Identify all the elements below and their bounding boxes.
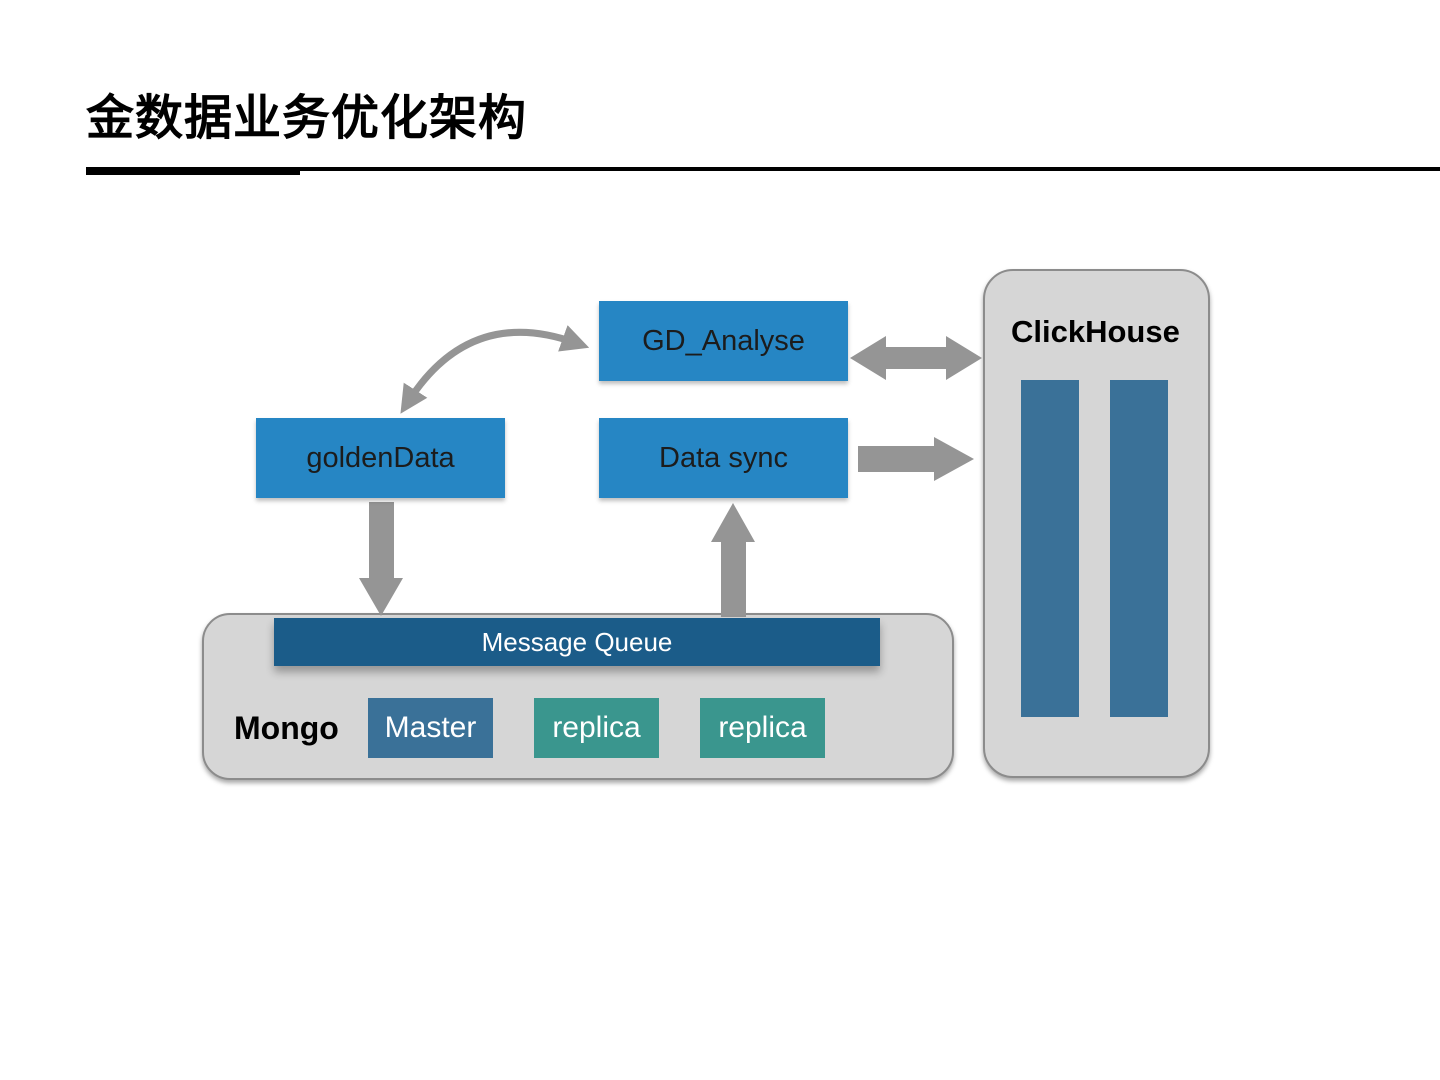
golden-data-box: goldenData <box>256 418 505 498</box>
clickhouse-shard <box>1021 380 1079 717</box>
page-title: 金数据业务优化架构 <box>86 90 528 146</box>
clickhouse-shard <box>1110 380 1168 717</box>
data-sync-box: Data sync <box>599 418 848 498</box>
mongo-replica-node: replica <box>534 698 659 758</box>
clickhouse-panel <box>983 269 1210 778</box>
arrow-golden-gd-curved <box>400 325 590 414</box>
mongo-label: Mongo <box>234 710 339 746</box>
arrow-mq-datasync <box>711 503 755 617</box>
gd-analyse-box: GD_Analyse <box>599 301 848 381</box>
arrow-datasync-clickhouse <box>858 437 974 481</box>
arrow-golden-mq <box>359 502 403 616</box>
arrow-gd-clickhouse-bidirectional <box>850 336 982 380</box>
title-accent-bar <box>86 167 300 175</box>
message-queue-bar: Message Queue <box>274 618 880 666</box>
mongo-master-node: Master <box>368 698 493 758</box>
clickhouse-label: ClickHouse <box>1011 314 1180 349</box>
mongo-replica-node: replica <box>700 698 825 758</box>
title-divider <box>86 167 1440 171</box>
